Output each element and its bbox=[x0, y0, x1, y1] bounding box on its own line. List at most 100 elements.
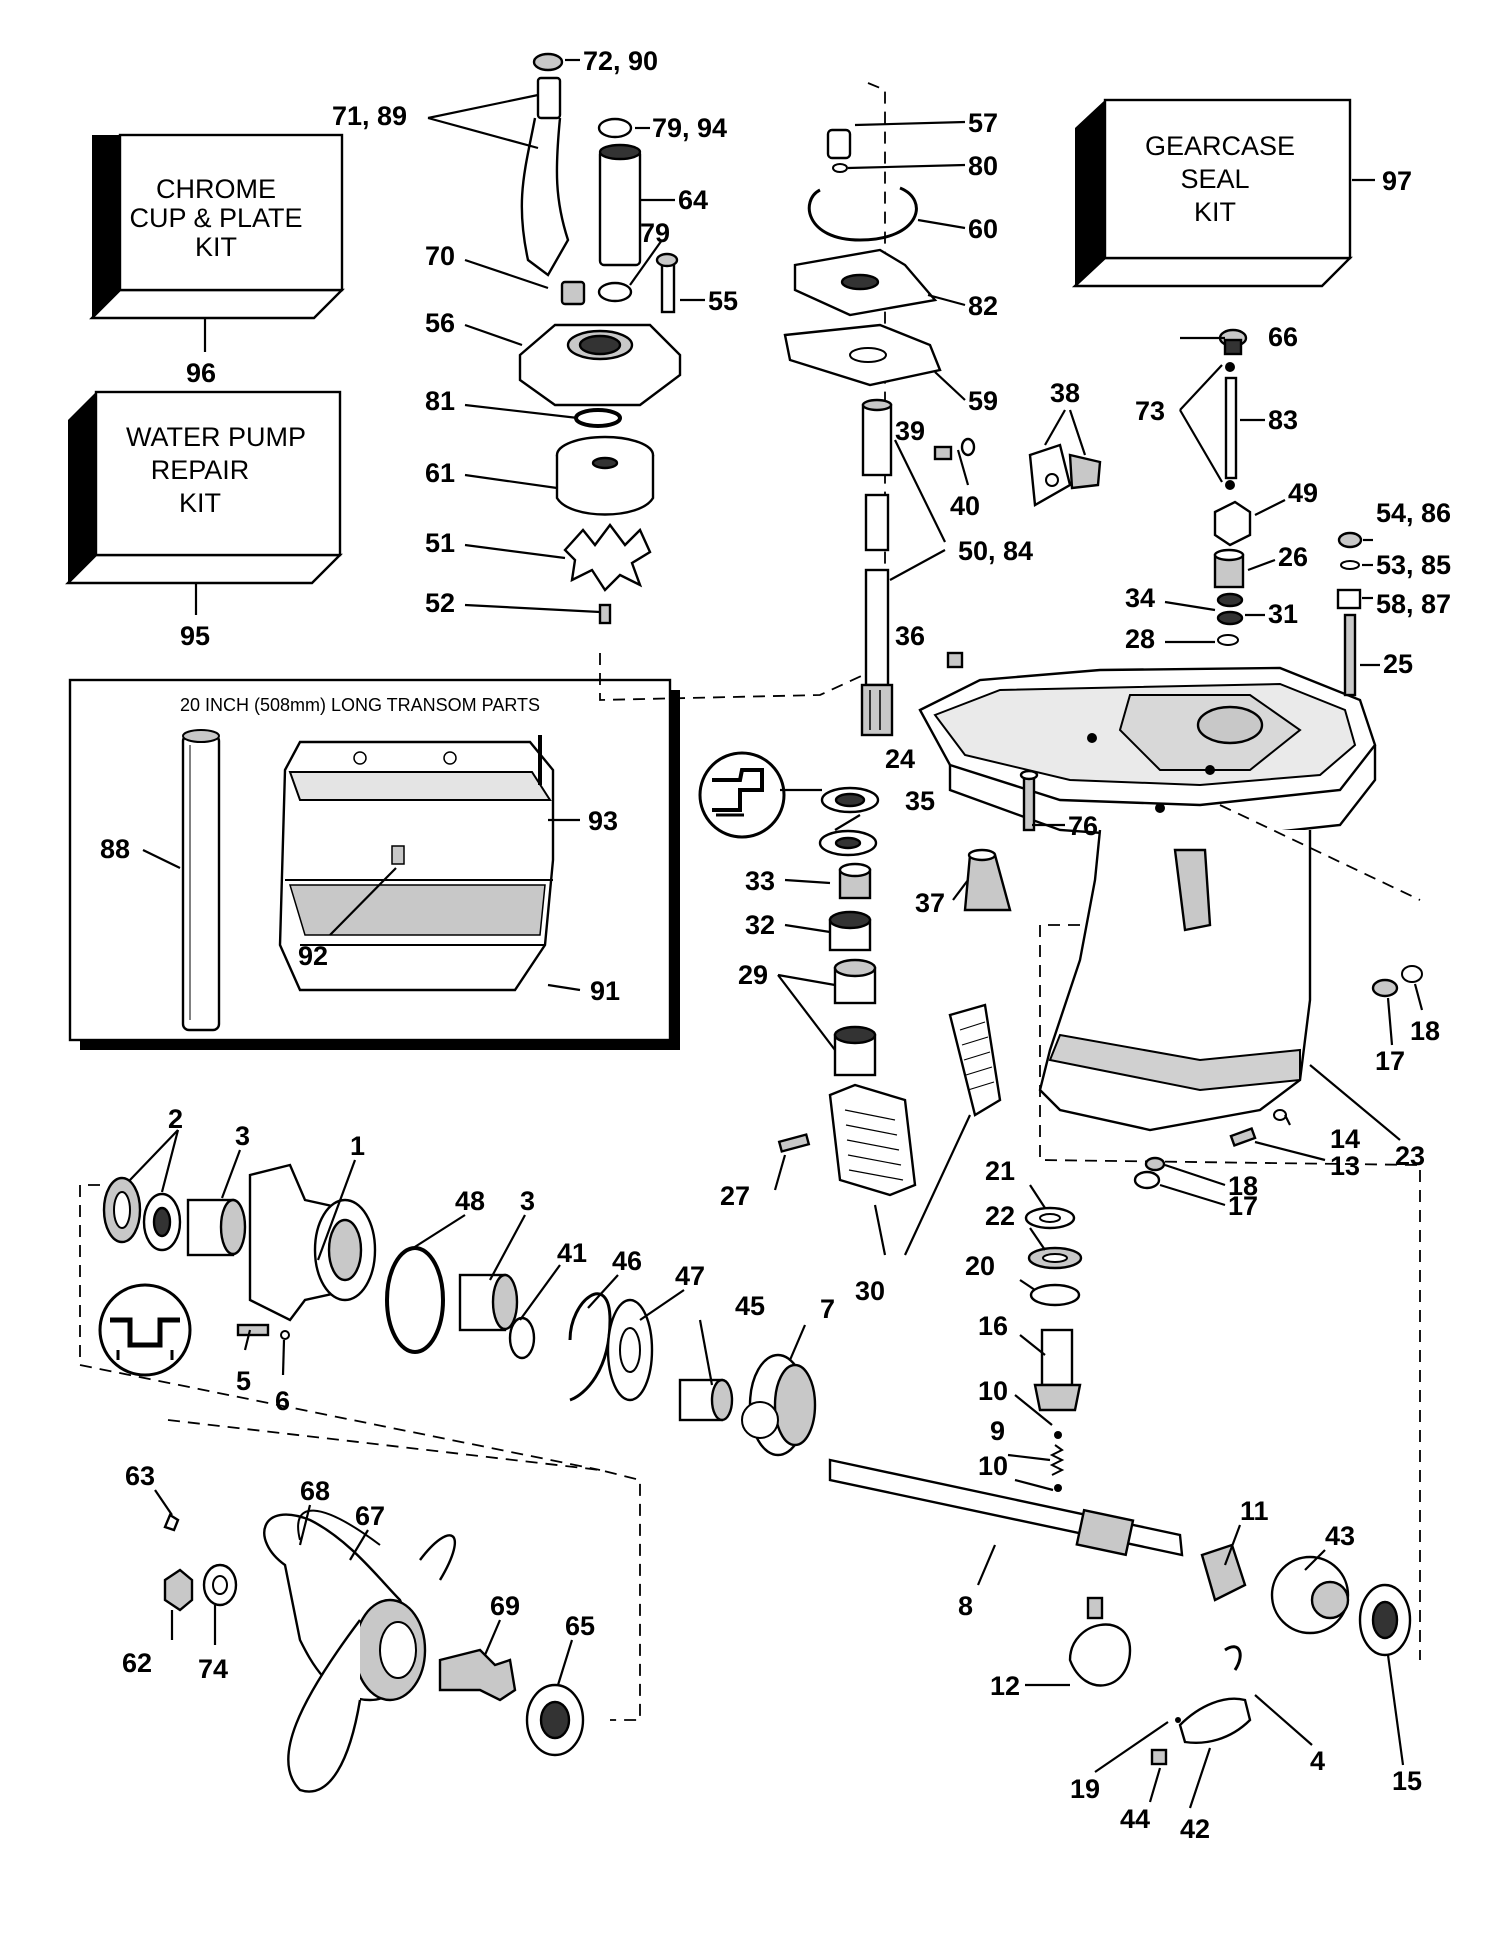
callout-82: 82 bbox=[968, 291, 998, 321]
callout-22: 22 bbox=[985, 1201, 1015, 1231]
water-screen-30 bbox=[777, 1003, 1002, 1197]
transom-label-88: 88 bbox=[100, 834, 130, 864]
chrome-cup-kit-box: CHROME CUP & PLATE KIT 96 bbox=[89, 133, 345, 388]
callout-63: 63 bbox=[125, 1461, 155, 1491]
callout-50-84: 50, 84 bbox=[958, 536, 1033, 566]
callout-62: 62 bbox=[122, 1648, 152, 1678]
callout-15: 15 bbox=[1392, 1766, 1422, 1796]
callout-34: 34 bbox=[1125, 583, 1155, 613]
propeller-group bbox=[163, 1509, 585, 1793]
water-pump-kit-box: WATER PUMP REPAIR KIT 95 bbox=[65, 390, 343, 651]
transom-panel-title: 20 INCH (508mm) LONG TRANSOM PARTS bbox=[180, 695, 540, 715]
callout-24: 24 bbox=[885, 744, 915, 774]
seal-detail-circle-24 bbox=[698, 751, 786, 839]
callout-52: 52 bbox=[425, 588, 455, 618]
gearcase-housing-23 bbox=[918, 666, 1377, 1132]
callout-40: 40 bbox=[950, 491, 980, 521]
transom-label-93: 93 bbox=[588, 806, 618, 836]
chrome-cup-kit-number: 96 bbox=[186, 358, 216, 388]
callout-56: 56 bbox=[425, 308, 455, 338]
callout-44: 44 bbox=[1120, 1804, 1150, 1834]
long-transom-panel: 20 INCH (508mm) LONG TRANSOM PARTS 88 93… bbox=[68, 678, 680, 1050]
callout-68: 68 bbox=[300, 1476, 330, 1506]
callout-53-85: 53, 85 bbox=[1376, 550, 1451, 580]
gearcase-seal-kit-line-1: GEARCASE bbox=[1145, 131, 1295, 161]
shift-rod-group bbox=[1019, 328, 1423, 1190]
callout-26: 26 bbox=[1278, 542, 1308, 572]
water-pump-kit-line-1: WATER PUMP bbox=[126, 422, 306, 452]
callout-21: 21 bbox=[985, 1156, 1015, 1186]
callout-17-upper: 17 bbox=[1375, 1046, 1405, 1076]
callout-11: 11 bbox=[1240, 1496, 1269, 1526]
gear-propshaft-group bbox=[741, 1353, 1412, 1766]
callout-45: 45 bbox=[735, 1291, 765, 1321]
callout-17-lower: 17 bbox=[1228, 1191, 1258, 1221]
callout-42: 42 bbox=[1180, 1814, 1210, 1844]
driveshaft-group bbox=[860, 398, 976, 737]
bearing-housing-group bbox=[98, 1163, 734, 1422]
callout-1: 1 bbox=[350, 1131, 365, 1161]
callout-28: 28 bbox=[1125, 624, 1155, 654]
callout-9: 9 bbox=[990, 1416, 1005, 1446]
callout-23: 23 bbox=[1395, 1141, 1425, 1171]
pump-plate-group bbox=[783, 128, 942, 387]
callout-61: 61 bbox=[425, 458, 455, 488]
callout-51: 51 bbox=[425, 528, 455, 558]
transom-label-91: 91 bbox=[590, 976, 620, 1006]
water-pump-kit-line-3: KIT bbox=[179, 488, 221, 518]
callout-49: 49 bbox=[1288, 478, 1318, 508]
callout-6: 6 bbox=[275, 1386, 290, 1416]
callout-73: 73 bbox=[1135, 396, 1165, 426]
gearcase-seal-kit-number: 97 bbox=[1382, 166, 1412, 196]
callout-46: 46 bbox=[612, 1246, 642, 1276]
callout-39: 39 bbox=[895, 416, 925, 446]
callout-55: 55 bbox=[708, 286, 738, 316]
extension-tube-88 bbox=[181, 729, 221, 1032]
callout-14: 14 bbox=[1330, 1124, 1360, 1154]
extension-housing-91 bbox=[278, 735, 555, 992]
callout-7: 7 bbox=[820, 1294, 835, 1324]
leader-lines bbox=[129, 58, 1424, 1809]
callout-37: 37 bbox=[915, 888, 945, 918]
callout-72-90: 72, 90 bbox=[583, 46, 658, 76]
callout-69: 69 bbox=[490, 1591, 520, 1621]
callout-66: 66 bbox=[1268, 322, 1298, 352]
callout-60: 60 bbox=[968, 214, 998, 244]
callout-5: 5 bbox=[236, 1366, 251, 1396]
callout-38: 38 bbox=[1050, 378, 1080, 408]
water-pump-kit-line-2: REPAIR bbox=[151, 455, 250, 485]
callout-25: 25 bbox=[1383, 649, 1413, 679]
callout-12: 12 bbox=[990, 1671, 1020, 1701]
callout-18-lower: 18 bbox=[1228, 1171, 1258, 1201]
chrome-cup-kit-line-3: KIT bbox=[195, 232, 237, 262]
callout-19: 19 bbox=[1070, 1774, 1100, 1804]
callout-79: 79 bbox=[640, 218, 670, 248]
gearcase-seal-kit-box: GEARCASE SEAL KIT 97 bbox=[1071, 98, 1412, 288]
gearcase-seal-kit-line-2: SEAL bbox=[1180, 164, 1249, 194]
callout-70: 70 bbox=[425, 241, 455, 271]
gearcase-seal-kit-line-3: KIT bbox=[1194, 197, 1236, 227]
pinion-stack-group bbox=[1024, 1206, 1083, 1492]
callout-48: 48 bbox=[455, 1186, 485, 1216]
bearing-stack-group bbox=[818, 786, 1012, 1077]
callout-3-left: 3 bbox=[235, 1121, 250, 1151]
callout-79-94: 79, 94 bbox=[652, 113, 727, 143]
callout-20: 20 bbox=[965, 1251, 995, 1281]
callout-76: 76 bbox=[1068, 811, 1098, 841]
callout-80: 80 bbox=[968, 151, 998, 181]
callout-41: 41 bbox=[557, 1238, 587, 1268]
callout-81: 81 bbox=[425, 386, 455, 416]
transom-label-92: 92 bbox=[298, 941, 328, 971]
chrome-cup-kit-line-1: CHROME bbox=[156, 174, 276, 204]
water-pump-group bbox=[518, 52, 682, 625]
callout-83: 83 bbox=[1268, 405, 1298, 435]
callout-2: 2 bbox=[168, 1104, 183, 1134]
callout-57: 57 bbox=[968, 108, 998, 138]
callout-54-86: 54, 86 bbox=[1376, 498, 1451, 528]
callout-35: 35 bbox=[905, 786, 935, 816]
callout-65: 65 bbox=[565, 1611, 595, 1641]
callout-13: 13 bbox=[1330, 1151, 1360, 1181]
callout-10-lower: 10 bbox=[978, 1451, 1008, 1481]
callout-74: 74 bbox=[198, 1654, 228, 1684]
